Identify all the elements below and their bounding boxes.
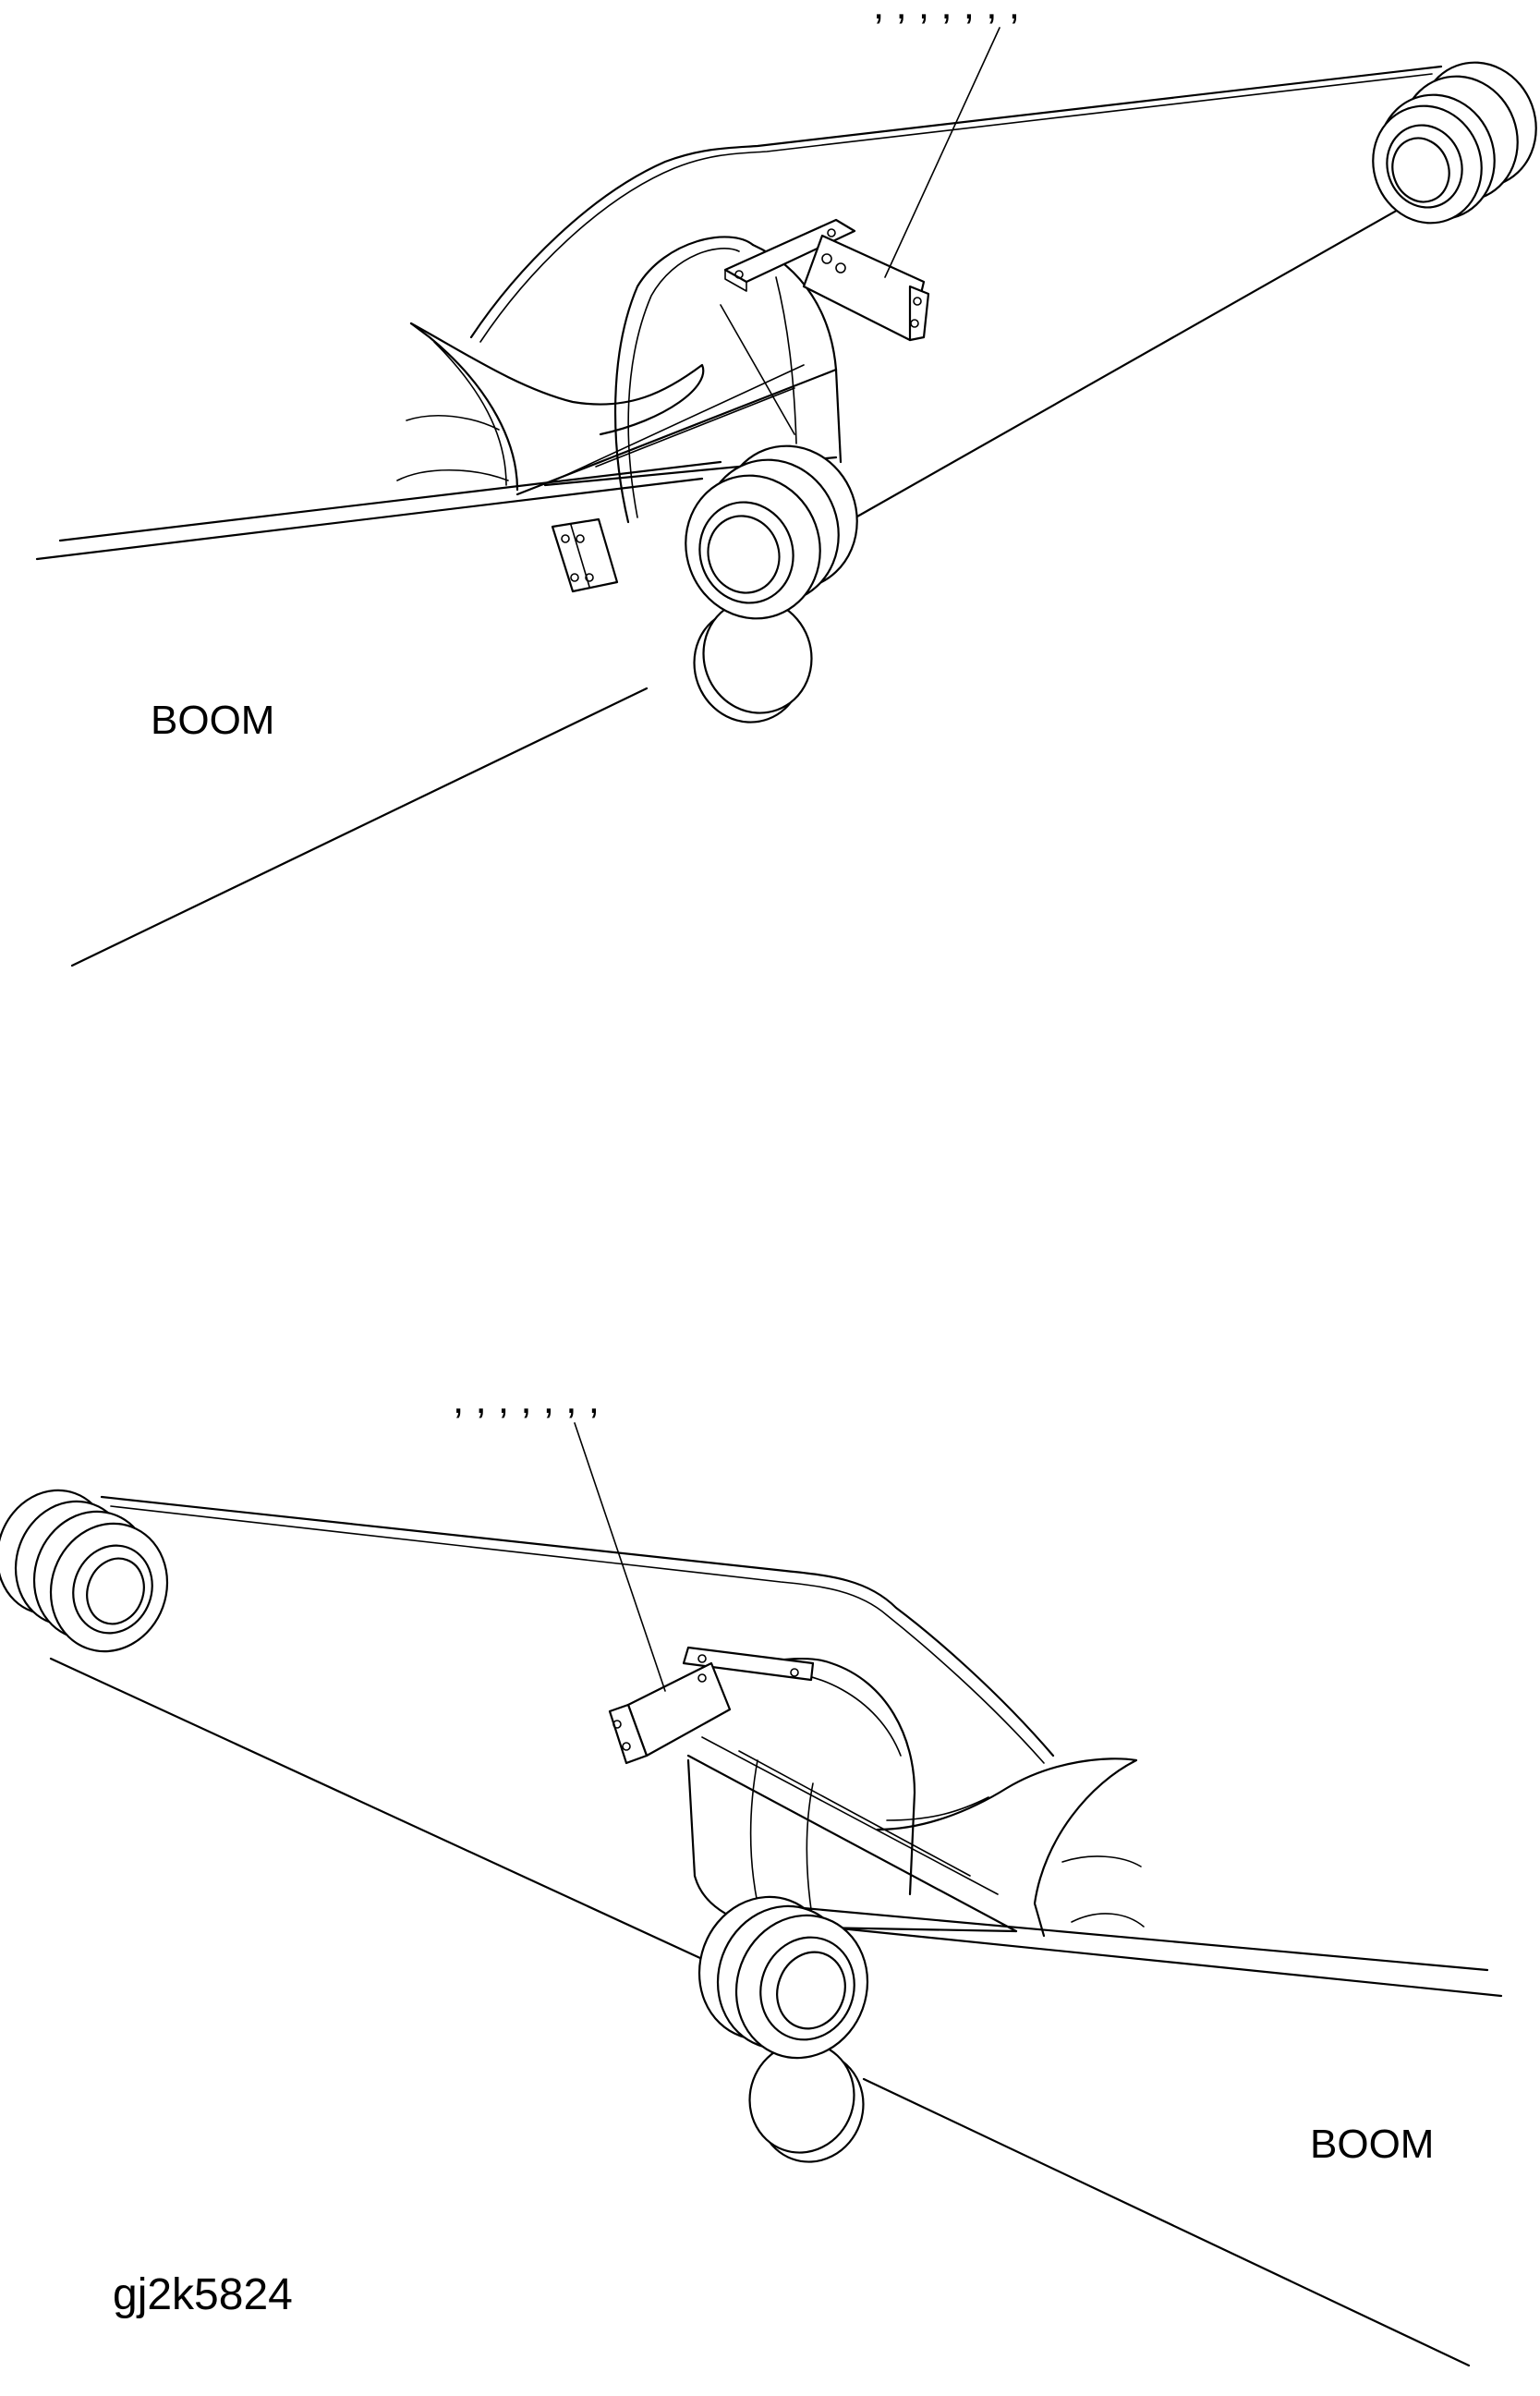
top-callout-text: , , , , , , ,: [873, 0, 1020, 28]
top-mounting-bracket: [723, 218, 930, 342]
bottom-leader-line: [574, 1422, 666, 1692]
bottom-mounting-bracket: [608, 1646, 815, 1765]
top-boom-assembly: [35, 27, 1537, 967]
top-small-bracket: [551, 517, 619, 593]
bottom-left-pin-boss: [0, 1489, 169, 1653]
bottom-center-pin-boss: [697, 1895, 869, 2163]
figure-id-label: gj2k5824: [113, 2270, 293, 2319]
top-center-pin-boss: [685, 444, 858, 724]
bottom-cylinder-housing: [686, 1658, 1145, 1938]
top-leader-line: [884, 27, 1000, 278]
top-cylinder-housing: [396, 236, 843, 524]
bottom-boom-label: BOOM: [1310, 2122, 1435, 2167]
bottom-boom-assembly: [0, 1422, 1503, 2367]
top-boom-label: BOOM: [151, 698, 275, 743]
top-right-pin-boss: [1372, 61, 1537, 225]
bottom-callout-text: , , , , , , ,: [453, 1377, 600, 1422]
